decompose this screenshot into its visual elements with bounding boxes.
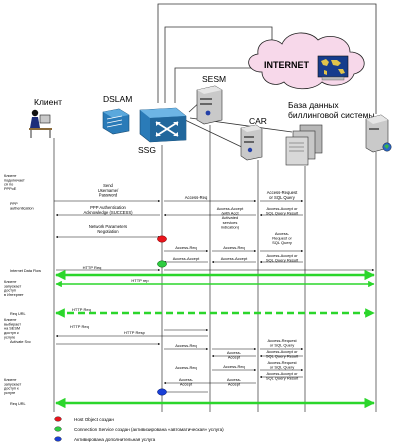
- msg-label: HTTP Req: [70, 324, 89, 329]
- msg-label: Access-Req: [175, 245, 197, 250]
- msg-label: Req URL: [10, 402, 26, 406]
- msg-label: Access-Req: [223, 245, 245, 250]
- client-label: Клиент: [34, 97, 62, 107]
- world-map-icon: [317, 55, 349, 81]
- msg-label: Access-Accept: [221, 256, 248, 261]
- msg-label: Access-Accept: [227, 377, 242, 387]
- msg-label: HTTP Resp: [124, 330, 146, 335]
- server-with-globe-icon: [365, 114, 392, 153]
- legend-label: Активирована дополнительная услуга: [74, 437, 156, 442]
- ssg-label: SSG: [138, 145, 156, 155]
- internet-label: INTERNET: [264, 60, 310, 70]
- msg-label: Access-Req: [175, 365, 197, 370]
- msg-label: HTTP Req: [83, 265, 102, 270]
- msg-label: Activate Svc: [10, 340, 31, 344]
- sesm-label: SESM: [202, 74, 226, 84]
- data-flow-arrows: [55, 269, 375, 409]
- msg-label: Req URL: [10, 312, 26, 316]
- message-arrows: [54, 199, 375, 394]
- dslam-icon: [102, 108, 130, 135]
- msg-label: Internet Data Flow: [10, 269, 41, 273]
- ssg-router-icon: [139, 107, 187, 143]
- legend-label: Connection Service создан (активизирован…: [74, 427, 224, 432]
- legend-marker-green: [54, 426, 62, 432]
- car-server-icon: [240, 124, 263, 161]
- msg-label: Access-Accept: [179, 377, 194, 387]
- legend-marker-blue: [54, 436, 62, 442]
- database-stack-icon: [285, 124, 323, 166]
- legend-marker-red: [54, 416, 62, 422]
- msg-label: HTTP Req: [72, 307, 91, 312]
- dslam-label: DSLAM: [103, 94, 132, 104]
- lifelines: [53, 125, 377, 412]
- additional-service-activated-marker: [157, 388, 167, 396]
- msg-label: Access-Req: [223, 364, 245, 369]
- person-at-desk-icon: [29, 109, 52, 138]
- car-label: CAR: [249, 116, 267, 126]
- msg-label: Access-Req: [175, 343, 197, 348]
- msg-label: HTTP rep: [131, 278, 149, 283]
- state-markers: [157, 235, 167, 396]
- legend: Host Object создан Connection Service со…: [54, 416, 224, 442]
- connection-service-created-marker: [157, 260, 167, 268]
- host-object-created-marker: [157, 235, 167, 243]
- sesm-server-icon: [196, 85, 223, 125]
- legend-label: Host Object создан: [74, 417, 114, 422]
- msg-label: Access-Req: [185, 195, 208, 200]
- msg-label: Access-Accept: [173, 256, 200, 261]
- msg-label: Access-Accept: [227, 350, 242, 360]
- internet-cloud: INTERNET: [248, 32, 365, 90]
